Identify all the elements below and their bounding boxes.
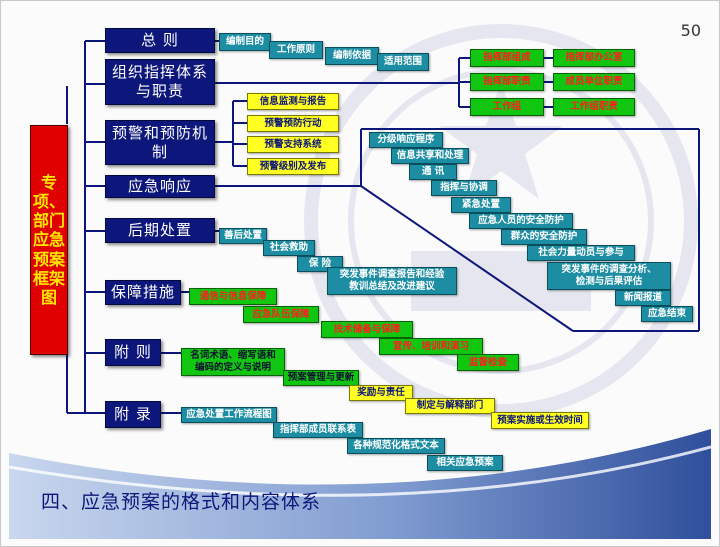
warning-item: 预警支持系统: [247, 136, 339, 153]
supplementary-item: 制定与解释部门: [405, 398, 495, 414]
root-label: 专项、部门应急预案框架图: [33, 172, 66, 307]
org-item: 成员单位职责: [553, 73, 635, 91]
section-appendix: 附 录: [105, 401, 161, 428]
section-response: 应急响应: [105, 175, 215, 198]
response-item: 指挥与协调: [431, 180, 497, 196]
response-item: 群众的安全防护: [501, 229, 587, 245]
section-aftermath: 后期处置: [105, 218, 215, 243]
supplementary-item: 名词术语、缩写语和 编码的定义与说明: [181, 348, 285, 376]
section-support: 保障措施: [105, 280, 181, 305]
section-warning: 预警和预防机 制: [105, 120, 215, 165]
response-item: 分级响应程序: [369, 132, 443, 148]
warning-item: 预警级别及发布: [247, 158, 339, 175]
warning-item: 预警预防行动: [247, 115, 339, 132]
general-item: 编制目的: [219, 33, 271, 51]
response-item: 应急结束: [641, 306, 693, 322]
response-item: 社会力量动员与参与: [527, 245, 635, 261]
section-organization: 组织指挥体系 与职责: [105, 59, 215, 105]
support-item: 监督检查: [457, 354, 519, 371]
response-item: 新闻报道: [615, 290, 671, 306]
response-item: 应急人员的安全防护: [469, 213, 573, 229]
aftermath-item: 突发事件调查报告和经验 教训总结及改进建议: [327, 267, 457, 295]
appendix-item: 指挥部成员联系表: [273, 422, 363, 438]
general-item: 编制依据: [325, 47, 379, 65]
response-item: 突发事件的调查分析、 检测与后果评估: [547, 262, 671, 290]
appendix-item: 各种规范化格式文本: [347, 438, 445, 454]
page-number: 50: [680, 21, 701, 40]
aftermath-item: 社会救助: [263, 240, 315, 256]
general-item: 适用范围: [377, 53, 429, 71]
supplementary-item: 奖励与责任: [349, 385, 413, 401]
org-item: 指挥部职责: [470, 73, 544, 91]
appendix-item: 应急处置工作流程图: [181, 407, 277, 423]
org-item: 工作组职责: [553, 98, 635, 116]
org-item: 指挥部办公室: [553, 49, 635, 67]
response-item: 通 讯: [409, 164, 457, 180]
aftermath-item: 善后处置: [219, 228, 267, 244]
support-item: 宣传、培训和演习: [379, 338, 483, 355]
root-box: 专项、部门应急预案框架图: [30, 125, 68, 355]
support-item: 技术储备与保障: [321, 321, 413, 338]
supplementary-item: 预案实施或生效时间: [491, 412, 589, 429]
response-item: 信息共享和处理: [391, 148, 469, 164]
section-supplementary: 附 则: [105, 339, 161, 366]
org-item: 工作组: [470, 98, 544, 116]
warning-item: 信息监测与报告: [247, 93, 339, 110]
supplementary-item: 预案管理与更新: [283, 370, 359, 386]
slide-title: 四、应急预案的格式和内容体系: [41, 491, 322, 513]
appendix-item: 相关应急预案: [427, 455, 503, 471]
general-item: 工作原则: [269, 41, 323, 59]
decorative-wave-band: [9, 429, 711, 539]
org-item: 指挥部组成: [470, 49, 544, 67]
section-general: 总 则: [105, 28, 215, 53]
response-item: 紧急处置: [451, 197, 511, 213]
support-item: 通信与信息保障: [189, 288, 277, 305]
support-item: 应急队伍保障: [243, 306, 319, 323]
